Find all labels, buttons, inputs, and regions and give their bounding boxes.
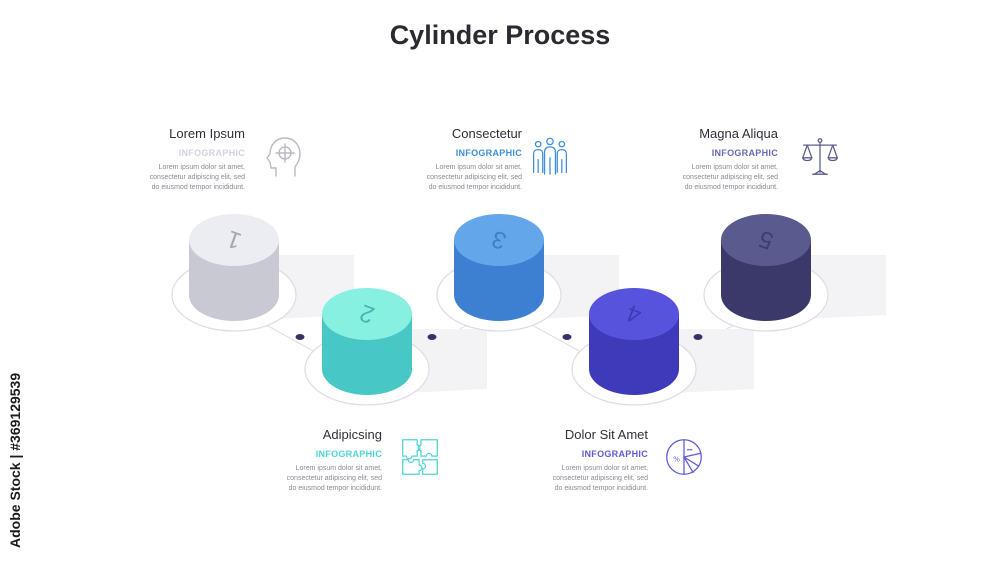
connector-dot [296,334,305,340]
step-card-5: Magna Aliqua INFOGRAPHIC Lorem ipsum dol… [578,126,778,193]
step-body: Lorem ipsum dolor sit amet,consectetur a… [448,464,648,494]
step-body: Lorem ipsum dolor sit amet,consectetur a… [578,163,778,193]
team-icon [530,134,570,178]
step-subtitle: INFOGRAPHIC [448,449,648,459]
svg-text:Adobe Stock | #369129539: Adobe Stock | #369129539 [7,373,23,548]
step-card-1: Lorem Ipsum INFOGRAPHIC Lorem ipsum dolo… [45,126,245,193]
pie-chart-icon: % [664,435,704,479]
step-body: Lorem ipsum dolor sit amet,consectetur a… [45,163,245,193]
step-subtitle: INFOGRAPHIC [578,148,778,158]
connector-dot [694,334,703,340]
step-subtitle: INFOGRAPHIC [322,148,522,158]
connector-dot [428,334,437,340]
step-title: Consectetur [322,126,522,141]
puzzle-icon [400,435,440,479]
step-subtitle: INFOGRAPHIC [45,148,245,158]
step-title: Magna Aliqua [578,126,778,141]
connector-dot [563,334,572,340]
step-card-2: Adipicsing INFOGRAPHIC Lorem ipsum dolor… [182,427,382,494]
step-body: Lorem ipsum dolor sit amet,consectetur a… [182,464,382,494]
step-title: Adipicsing [182,427,382,442]
cylinder-step-5: 5 [704,214,886,331]
scales-icon [800,134,840,178]
step-subtitle: INFOGRAPHIC [182,449,382,459]
step-body: Lorem ipsum dolor sit amet,consectetur a… [322,163,522,193]
step-title: Lorem Ipsum [45,126,245,141]
step-title: Dolor Sit Amet [448,427,648,442]
step-card-4: Dolor Sit Amet INFOGRAPHIC Lorem ipsum d… [448,427,648,494]
target-head-icon [263,134,303,178]
stock-watermark: Adobe Stock | #369129539 [2,320,26,550]
step-card-3: Consectetur INFOGRAPHIC Lorem ipsum dolo… [322,126,522,193]
svg-text:%: % [673,455,680,464]
